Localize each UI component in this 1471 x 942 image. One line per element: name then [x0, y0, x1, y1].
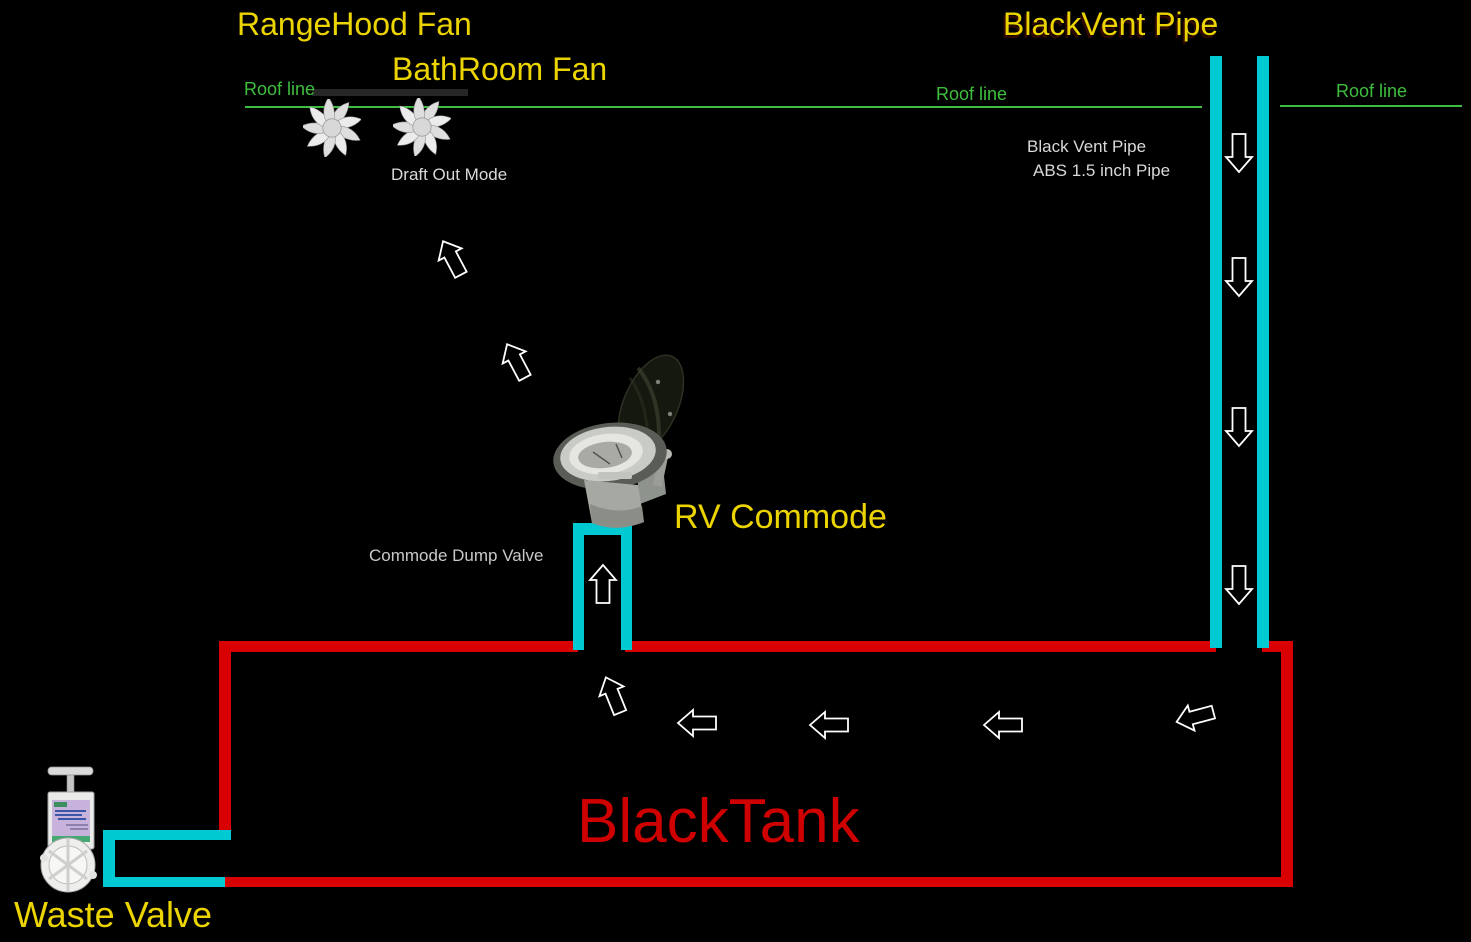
label-draft-out-mode: Draft Out Mode — [391, 165, 508, 184]
roof-line-left-segment — [245, 106, 1202, 108]
tank-left-wall — [219, 641, 231, 832]
vent-pipe-right — [1257, 56, 1269, 648]
waste-valve-image — [40, 766, 97, 893]
down-arrow-icon — [1225, 257, 1253, 297]
roof-line-right-segment — [1280, 105, 1462, 107]
title-bathroom-fan: BathRoom Fan — [392, 51, 608, 87]
left-arrow-icon — [983, 711, 1023, 739]
left-arrow-icon — [677, 709, 717, 737]
down-arrow-icon — [1225, 133, 1253, 173]
label-roof-line-left: Roof line — [244, 79, 316, 99]
rv-commode-image — [553, 354, 685, 528]
title-blackvent-pipe: BlackVent Pipe — [1003, 6, 1219, 42]
left-arrow-icon — [809, 711, 849, 739]
vent-pipe-left — [1210, 56, 1222, 648]
tank-right-wall — [1281, 641, 1293, 887]
tank-top-bar-left — [219, 641, 578, 652]
label-roof-line-middle: Roof line — [936, 84, 1008, 104]
down-arrow-icon — [1225, 565, 1253, 605]
left-arrow-icon — [1172, 698, 1218, 736]
bathroom-fan-icon — [393, 98, 451, 156]
commode-pipe-right — [621, 523, 632, 650]
down-arrow-icon — [1225, 407, 1253, 447]
label-commode-dump-valve: Commode Dump Valve — [369, 546, 544, 565]
label-roof-line-right: Roof line — [1336, 81, 1408, 101]
title-rv-commode: RV Commode — [674, 498, 887, 536]
title-rangehood-fan: RangeHood Fan — [237, 6, 472, 42]
title-waste-valve: Waste Valve — [14, 894, 213, 935]
rangehood-fan-icon — [303, 99, 361, 157]
commode-pipe-left — [573, 523, 584, 650]
tank-top-bar-middle — [625, 641, 1216, 652]
waste-pipe-top — [103, 830, 231, 840]
waste-pipe-left — [103, 830, 115, 887]
waste-pipe-bottom — [103, 877, 225, 887]
up-arrow-icon — [430, 234, 474, 282]
attic-duct-bar — [312, 89, 468, 96]
label-black-vent-pipe: Black Vent Pipe — [1027, 137, 1147, 156]
tank-top-bar-right — [1262, 641, 1293, 652]
title-blacktank: BlackTank — [577, 787, 860, 856]
label-abs-pipe-size: ABS 1.5 inch Pipe — [1033, 161, 1171, 180]
up-arrow-icon — [494, 337, 538, 385]
up-arrow-icon — [589, 564, 617, 604]
tank-bottom-bar — [225, 877, 1293, 887]
up-arrow-icon — [592, 671, 634, 719]
